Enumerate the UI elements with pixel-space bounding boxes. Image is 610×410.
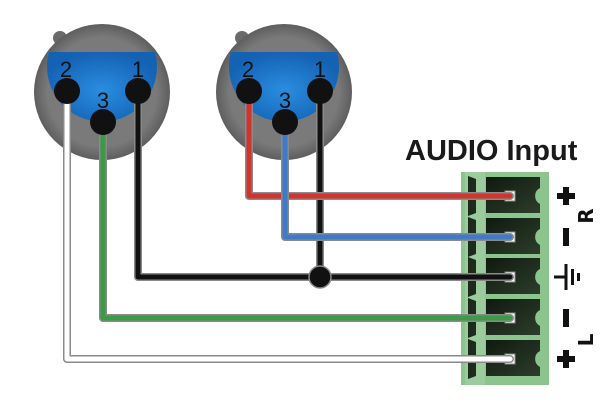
wire-white-left-pin2	[63, 87, 514, 363]
terminal-block	[461, 172, 549, 385]
wire-green-left-pin3	[99, 118, 514, 322]
ground-junction-dot	[308, 265, 332, 289]
xlr-pin-2: 2	[236, 57, 262, 104]
terminal-symbol	[563, 309, 569, 327]
wire-red-right-pin2	[245, 87, 514, 200]
wire-black-left-pin1	[134, 87, 514, 281]
xlr-face	[46, 52, 157, 122]
pin-number-label: 3	[279, 88, 291, 113]
wires	[63, 87, 514, 363]
xlr-pin-1: 1	[307, 57, 333, 104]
terminal-symbol	[563, 228, 569, 246]
terminal-symbol	[557, 187, 575, 205]
pin-number-label: 2	[242, 57, 254, 82]
xlr-pin-3: 3	[90, 88, 116, 135]
diagram-title: AUDIO Input	[405, 135, 578, 167]
channel-label-right: R	[574, 208, 598, 223]
wire-blue-right-pin3	[281, 118, 514, 241]
pin-number-label: 2	[60, 57, 72, 82]
terminal-symbol	[554, 264, 580, 290]
xlr-face	[229, 52, 339, 122]
xlr-pin-2: 2	[54, 57, 80, 104]
terminal-labels: RL	[554, 187, 598, 368]
channel-label-left: L	[574, 333, 598, 346]
pin-number-label: 3	[97, 88, 109, 113]
xlr-pin-1: 1	[125, 57, 151, 104]
pin-number-label: 1	[132, 57, 144, 82]
xlr-pin-3: 3	[272, 88, 298, 135]
pin-number-label: 1	[314, 57, 326, 82]
terminal-symbol	[557, 350, 575, 368]
